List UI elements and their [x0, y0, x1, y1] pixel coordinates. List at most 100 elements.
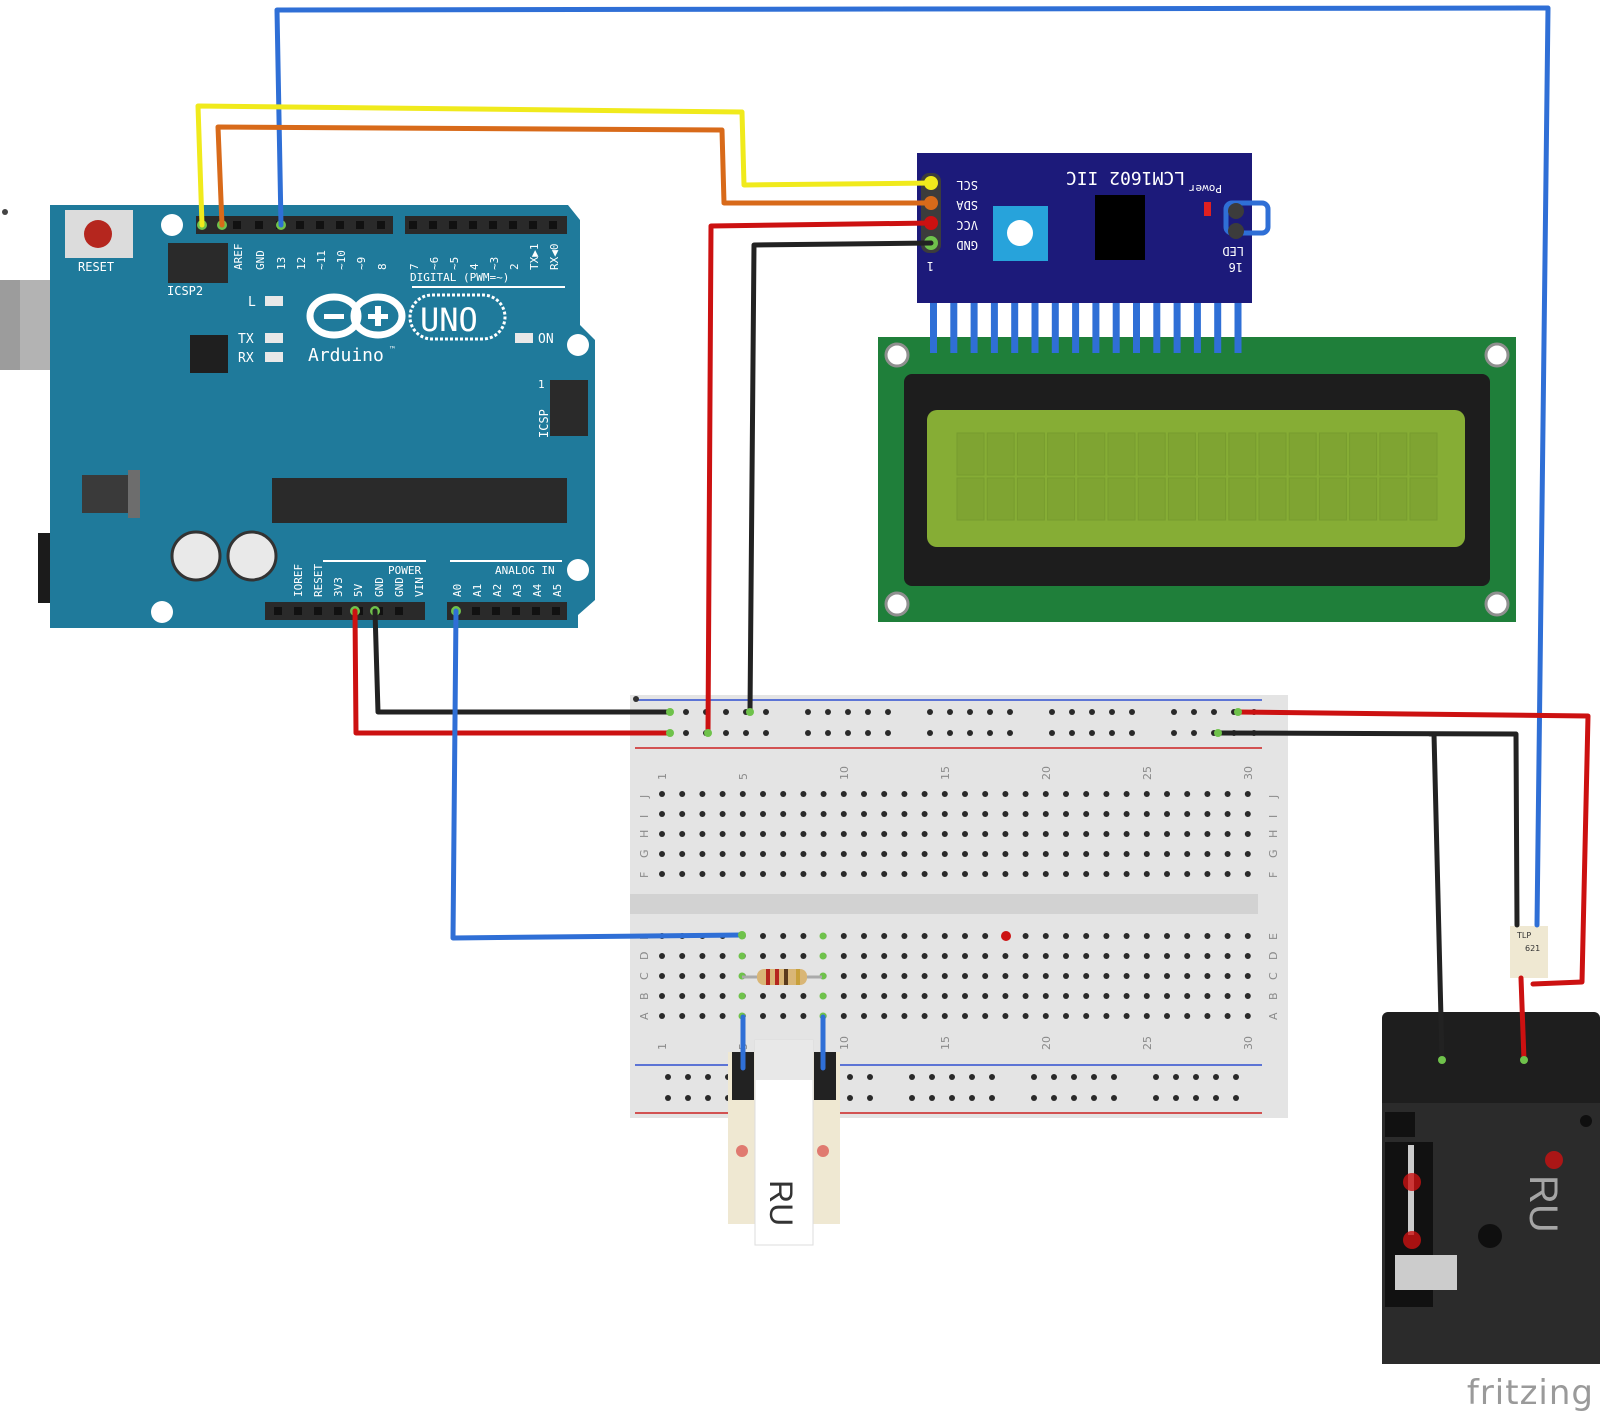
- rail-hole: [949, 1074, 955, 1080]
- terminal-hole: [719, 811, 726, 817]
- row-label: I: [1267, 815, 1280, 818]
- lcd-cell: [1107, 432, 1136, 476]
- terminal-hole: [1204, 791, 1211, 797]
- rail-hole: [845, 709, 851, 715]
- digital-pin-label: RX◀0: [548, 244, 561, 271]
- terminal-hole: [881, 973, 888, 979]
- row-label: I: [638, 815, 651, 818]
- row-label: H: [1267, 830, 1280, 838]
- power-pin-label: VIN: [413, 577, 426, 597]
- rail-hole: [1089, 709, 1095, 715]
- lcd-cell: [1379, 432, 1408, 476]
- terminal-hole: [962, 973, 968, 979]
- terminal-hole: [1063, 851, 1069, 857]
- analog-pin-label: A5: [551, 584, 564, 597]
- rail-hole: [1051, 1074, 1057, 1080]
- terminal-hole: [760, 871, 766, 877]
- rail-hole: [969, 1095, 975, 1101]
- terminal-hole: [1083, 973, 1090, 979]
- terminal-hole: [739, 831, 746, 837]
- capacitor-2: [226, 530, 278, 582]
- terminal-hole: [1083, 851, 1090, 857]
- icsp-header: [550, 380, 588, 436]
- rail-hole: [1129, 709, 1135, 715]
- terminal-hole: [699, 871, 706, 877]
- rail-hole: [929, 1095, 935, 1101]
- lcd-pin: [1214, 285, 1222, 353]
- terminal-hole: [1083, 811, 1090, 817]
- terminal-hole: [1063, 933, 1069, 939]
- digital-label: DIGITAL (PWM=~): [410, 271, 509, 284]
- terminal-hole: [941, 993, 948, 999]
- lcd-pin: [1092, 285, 1100, 353]
- terminal-hole: [982, 811, 989, 817]
- fritzing-watermark: fritzing: [1466, 1373, 1594, 1413]
- lcd-cell: [1167, 477, 1196, 521]
- terminal-hole: [1022, 953, 1029, 959]
- rail-hole: [763, 730, 769, 736]
- relay-module-large: RU: [1382, 1012, 1600, 1364]
- terminal-hole: [921, 973, 928, 979]
- terminal-hole: [1103, 831, 1110, 837]
- rail-hole: [1071, 1074, 1077, 1080]
- terminal-hole: [1042, 933, 1049, 939]
- rail-hole: [763, 709, 769, 715]
- rail-hole: [665, 1074, 671, 1080]
- lcd-1602-display: [878, 280, 1516, 622]
- lcd-cell: [956, 432, 985, 476]
- terminal-hole: [1022, 811, 1029, 817]
- led-on: [515, 333, 533, 343]
- terminal-hole: [1164, 851, 1170, 857]
- rail-hole: [1049, 730, 1055, 736]
- voltage-regulator: [82, 475, 132, 513]
- terminal-hole: [719, 871, 726, 877]
- terminal-hole: [982, 871, 989, 877]
- lcd-cell: [1288, 477, 1317, 521]
- terminal-hole: [840, 791, 847, 797]
- breadboard-channel: [630, 894, 1258, 914]
- terminal-hole: [679, 953, 686, 959]
- terminal-hole: [840, 953, 847, 959]
- terminal-hole: [1164, 1013, 1170, 1019]
- wire-black-arduino-gnd: [372, 608, 673, 715]
- terminal-hole: [659, 831, 665, 837]
- terminal-hole: [962, 871, 968, 877]
- rail-hole: [909, 1074, 915, 1080]
- lcd-cell: [1228, 477, 1257, 521]
- wire-red-rail-to-opto: [1235, 709, 1591, 987]
- power-pin-label: IOREF: [292, 564, 305, 597]
- terminal-hole: [861, 791, 867, 797]
- led-tx: [265, 333, 283, 343]
- wire-blue-a0: [450, 608, 745, 941]
- optocoupler-body: [1510, 926, 1548, 978]
- i2c-pcb: [917, 153, 1252, 303]
- terminal-hole: [760, 811, 766, 817]
- terminal-hole: [1143, 791, 1150, 797]
- terminal-hole: [962, 1013, 968, 1019]
- terminal-hole: [941, 871, 948, 877]
- terminal-hole: [861, 933, 867, 939]
- lcd-cell: [1077, 477, 1106, 521]
- wire-red-vcc: [705, 220, 934, 736]
- lcd-cell: [1137, 477, 1166, 521]
- terminal-hole: [1063, 831, 1069, 837]
- terminal-hole: [861, 953, 867, 959]
- terminal-hole: [1244, 993, 1251, 999]
- digital-pin-label: ~10: [335, 250, 348, 270]
- rail-hole: [1109, 730, 1115, 736]
- terminal-hole: [719, 831, 726, 837]
- rail-hole: [723, 709, 729, 715]
- terminal-hole: [1042, 811, 1049, 817]
- terminal-hole: [1164, 831, 1170, 837]
- terminal-hole: [1002, 851, 1009, 857]
- terminal-hole: [679, 1013, 686, 1019]
- terminal-hole: [921, 851, 928, 857]
- rail-hole: [927, 709, 933, 715]
- terminal-hole: [1204, 811, 1211, 817]
- lcd-cell: [986, 477, 1015, 521]
- terminal-hole: [739, 811, 746, 817]
- terminal-hole: [699, 993, 706, 999]
- reed-relay-mark: RU: [763, 1180, 799, 1226]
- column-number: 20: [1040, 1036, 1053, 1050]
- terminal-hole: [780, 791, 787, 797]
